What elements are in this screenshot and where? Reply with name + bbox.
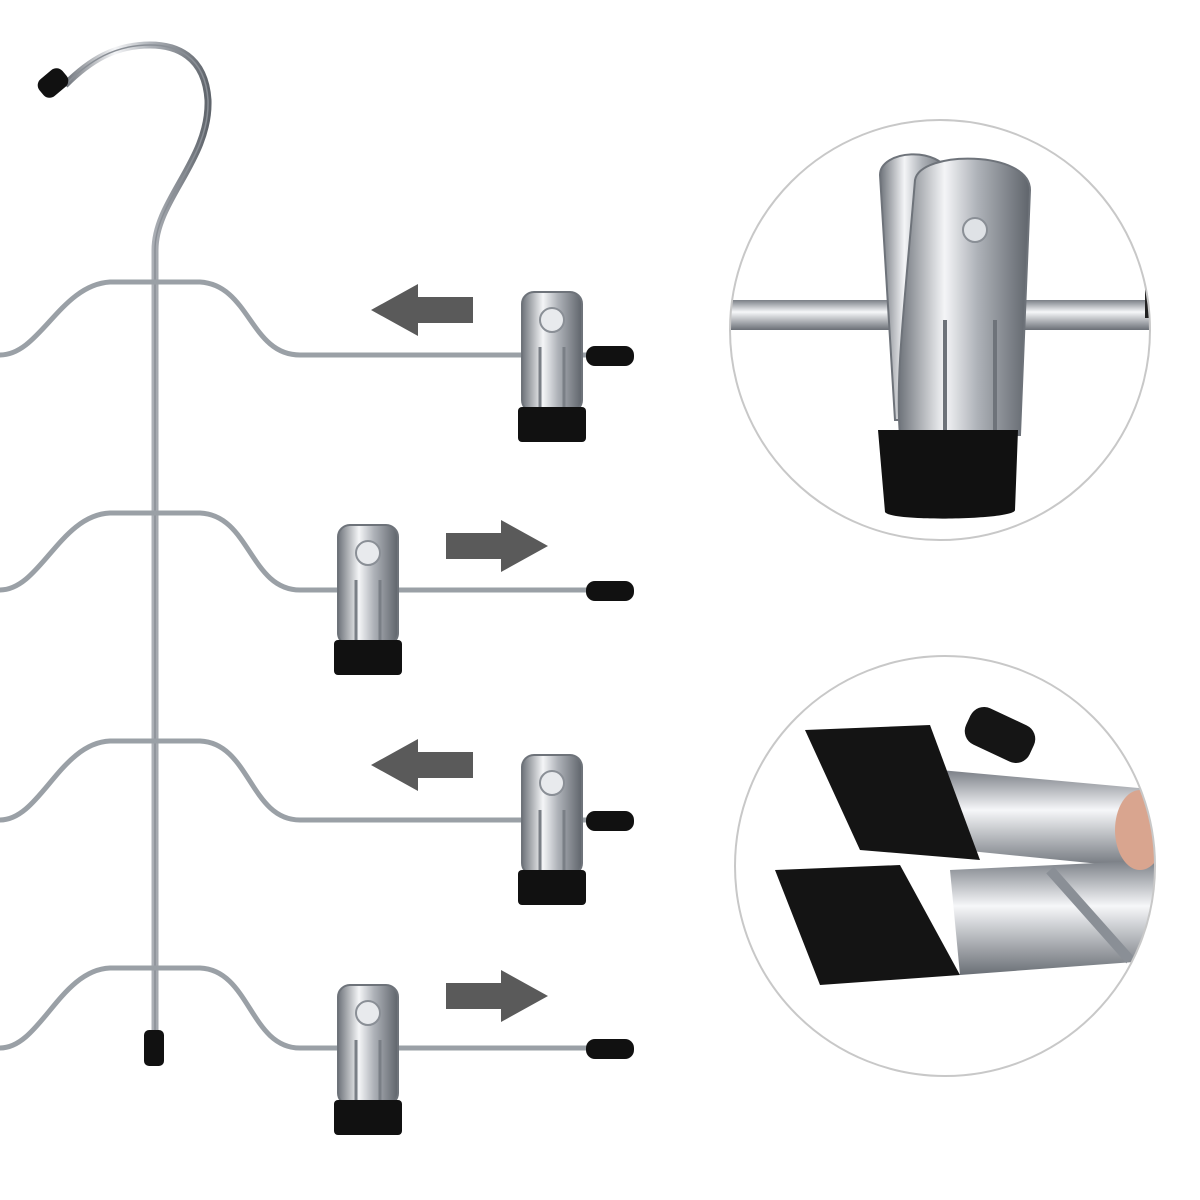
clip-tier-4 <box>332 983 404 1137</box>
arm-tier-1 <box>0 279 634 366</box>
clip-tier-1 <box>516 290 588 444</box>
arrow-left-icon <box>371 739 473 791</box>
arrow-left-icon <box>371 284 473 336</box>
hook-tip-cap <box>37 68 69 98</box>
clip-tier-3 <box>516 753 588 907</box>
detail-circle-border <box>729 119 1151 541</box>
arm-tier-2 <box>0 510 634 601</box>
arm-tier-4 <box>0 965 634 1059</box>
hanger-hook <box>62 41 212 1040</box>
hanger-arms <box>0 279 634 1059</box>
arrow-right-icon <box>446 520 548 572</box>
rod-end-cap <box>144 1030 164 1066</box>
detail-jaw-closeup <box>735 656 1155 1076</box>
detail-clip-closeup <box>730 120 1150 540</box>
clip-tier-2 <box>332 523 404 677</box>
detail-circle-border <box>734 655 1156 1077</box>
arrow-right-icon <box>446 970 548 1022</box>
arm-tier-3 <box>0 738 634 831</box>
